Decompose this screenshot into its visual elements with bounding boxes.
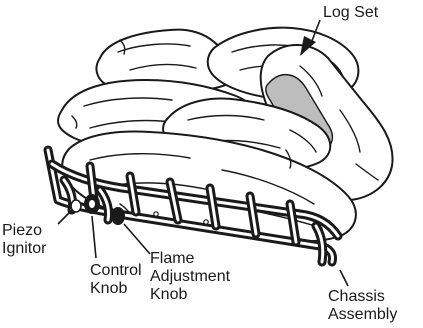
label-control-knob: Control Knob: [90, 262, 142, 298]
label-chassis-line2: Assembly: [328, 306, 397, 324]
leader-piezo-ignitor: [58, 210, 72, 224]
label-chassis-line1: Chassis: [328, 288, 397, 306]
label-control-line2: Knob: [90, 280, 142, 298]
label-control-line1: Control: [90, 262, 142, 280]
piezo-ignitor-part: [71, 200, 81, 212]
label-chassis-assembly: Chassis Assembly: [328, 288, 397, 324]
label-log-set: Log Set: [323, 4, 378, 22]
flame-adjustment-knob-part: [111, 207, 125, 225]
label-flame-line2: Adjustment: [150, 268, 230, 286]
leader-chassis-assembly: [340, 270, 348, 286]
label-flame-line3: Knob: [150, 286, 230, 304]
label-flame-adjustment-knob: Flame Adjustment Knob: [150, 250, 230, 304]
label-piezo-ignitor: Piezo Ignitor: [2, 222, 46, 258]
label-piezo-line1: Piezo: [2, 222, 46, 240]
label-piezo-line2: Ignitor: [2, 240, 46, 258]
leader-control-knob: [92, 216, 96, 258]
leader-flame-adjustment-knob: [124, 224, 150, 254]
label-flame-line1: Flame: [150, 250, 230, 268]
control-knob-part: [84, 194, 100, 214]
